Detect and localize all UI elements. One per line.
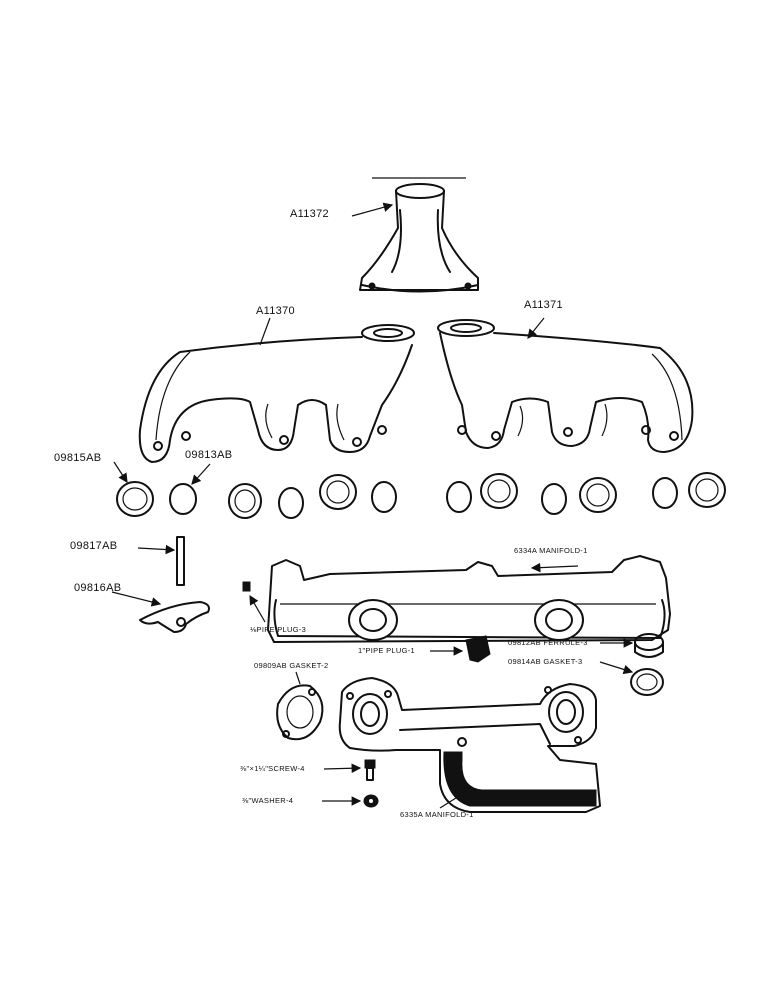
manifold-a11370 [138, 317, 415, 463]
label-ferrule: 09812AB FERRULE-3 [508, 638, 588, 647]
label-09816ab: 09816AB [74, 582, 122, 594]
gasket-09814ab [599, 661, 664, 696]
label-a11372: A11372 [290, 208, 329, 220]
pipe-plug-one-inch [430, 635, 491, 663]
stud-09817ab [137, 536, 185, 586]
clamp-09816ab [111, 591, 210, 633]
label-gasket-3: 09814AB GASKET-3 [508, 657, 583, 666]
label-washer: ⅜"WASHER-4 [242, 796, 294, 805]
manifold-6334a [267, 555, 671, 643]
ring-gaskets [113, 461, 726, 519]
label-6334a-manifold: 6334A MANIFOLD-1 [514, 546, 588, 555]
label-one-inch-pipe-plug: 1"PIPE PLUG-1 [358, 646, 416, 655]
label-09813ab: 09813AB [185, 449, 233, 461]
elbow-a11372 [351, 177, 479, 293]
pipe-plug-eighth [242, 581, 266, 623]
gasket-09809ab [276, 671, 324, 741]
label-gasket-2: 09809AB GASKET-2 [254, 661, 329, 670]
screw [323, 759, 376, 781]
label-a11370: A11370 [256, 305, 295, 317]
ferrule-09812ab [600, 633, 664, 658]
label-eighth-pipe-plug: ⅛PIPE PLUG-3 [250, 625, 307, 634]
label-a11371: A11371 [524, 299, 563, 311]
label-screw: ⅜"×1¼"SCREW-4 [240, 764, 305, 773]
label-09817ab: 09817AB [70, 540, 118, 552]
label-09815ab: 09815AB [54, 452, 102, 464]
manifold-a11371 [437, 317, 694, 453]
manifold-6335a [338, 677, 601, 813]
label-6335a-manifold: 6335A MANIFOLD-1 [400, 810, 474, 819]
washer [322, 794, 379, 808]
